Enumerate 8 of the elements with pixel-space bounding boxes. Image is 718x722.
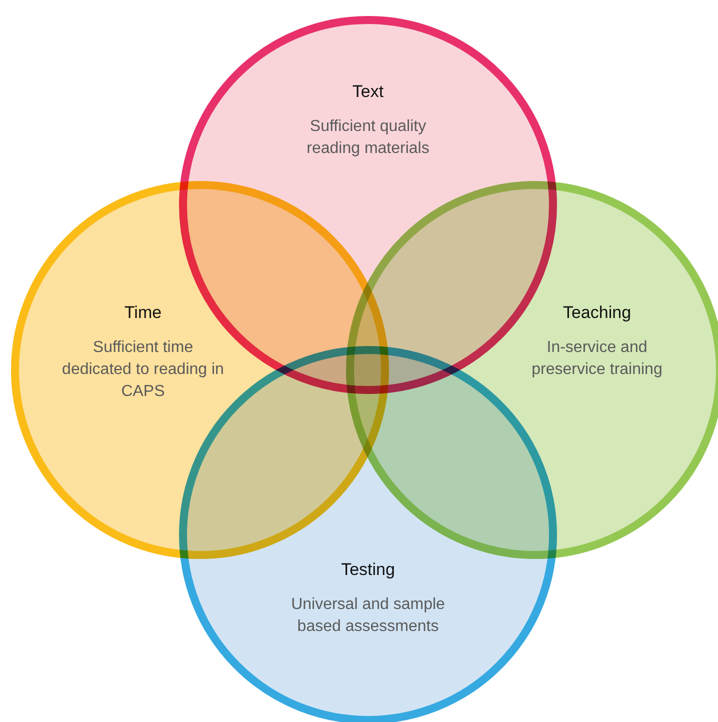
circle-description: In-service and preservice training <box>530 338 664 380</box>
circle-heading: Teaching <box>562 303 632 323</box>
circle-heading: Time <box>124 303 162 323</box>
circle-description: Sufficient quality reading materials <box>306 117 430 159</box>
circle-description: Universal and sample based assessments <box>290 595 446 637</box>
circle-heading: Text <box>352 82 384 102</box>
circle-heading: Testing <box>341 560 395 580</box>
circle-description: Sufficient time dedicated to reading in CAPS <box>61 338 225 402</box>
